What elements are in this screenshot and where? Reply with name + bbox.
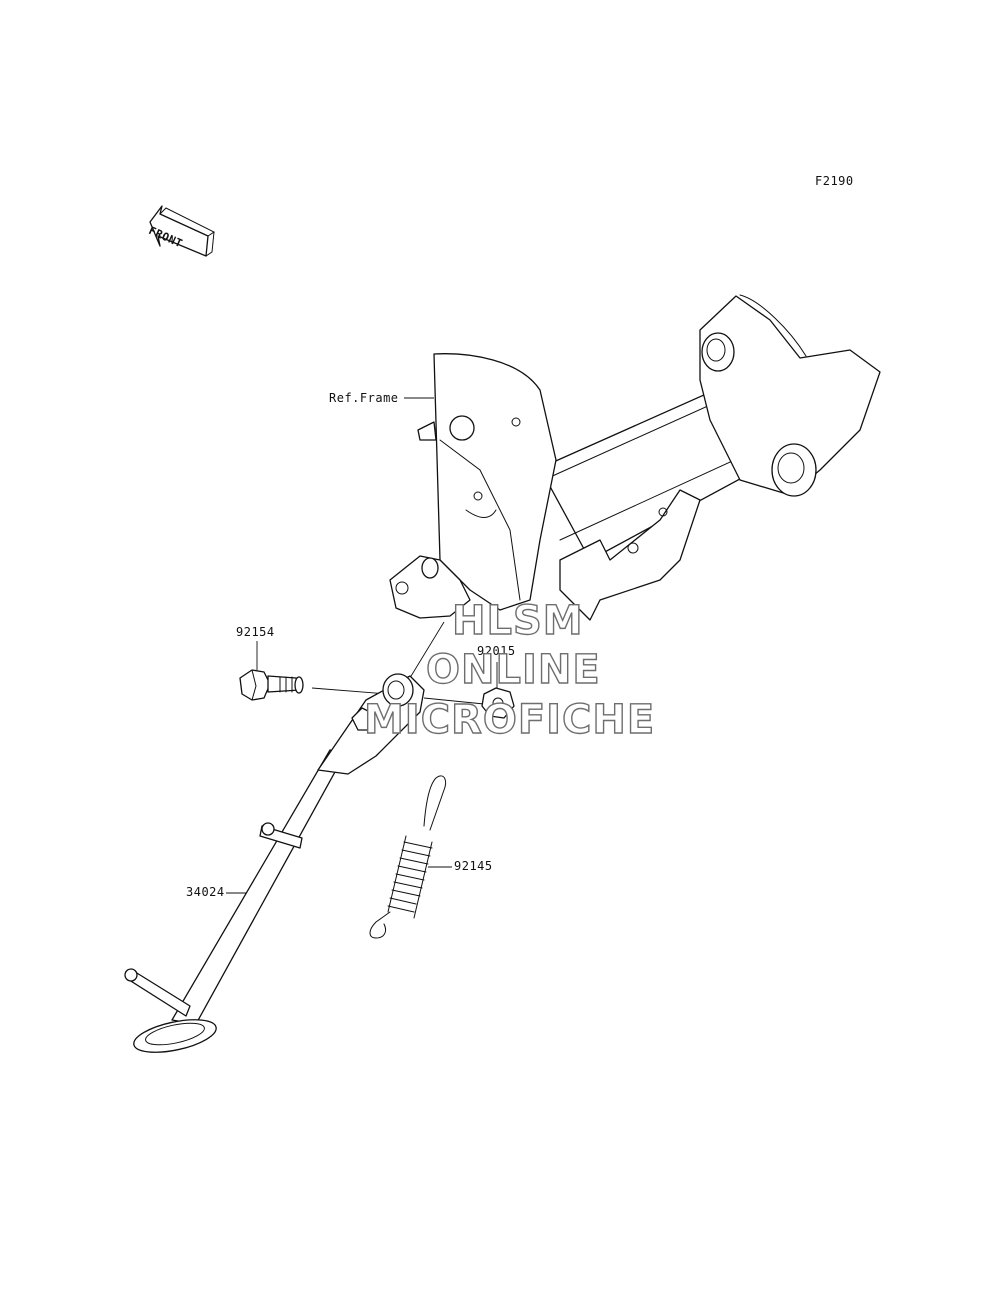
front-arrow-icon bbox=[149, 205, 215, 257]
watermark-line-3: MICROFICHE bbox=[363, 696, 656, 743]
bolt-92154 bbox=[239, 669, 304, 701]
part-number-92145[interactable]: 92145 bbox=[454, 859, 493, 873]
stand-mount-bracket bbox=[389, 555, 471, 619]
assembly-line-nut bbox=[423, 697, 485, 705]
assembly-line-bolt bbox=[311, 687, 389, 695]
figure-code: F2190 bbox=[815, 174, 854, 188]
lower-frame-bracket bbox=[559, 489, 701, 621]
rear-pivot-bracket bbox=[699, 294, 881, 497]
frame-plate bbox=[417, 353, 557, 611]
watermark-line-1: HLSM bbox=[451, 597, 584, 644]
side-stand-34024 bbox=[124, 673, 425, 1053]
assembly-line-mount bbox=[404, 621, 445, 687]
part-number-92154[interactable]: 92154 bbox=[236, 625, 275, 639]
ref-frame-label: Ref.Frame bbox=[329, 391, 399, 405]
part-number-34024[interactable]: 34024 bbox=[186, 885, 225, 899]
nut-92015 bbox=[481, 687, 515, 719]
part-number-92015[interactable]: 92015 bbox=[477, 644, 516, 658]
watermark-line-2: ONLINE bbox=[425, 646, 601, 693]
spring-92145 bbox=[369, 775, 447, 939]
